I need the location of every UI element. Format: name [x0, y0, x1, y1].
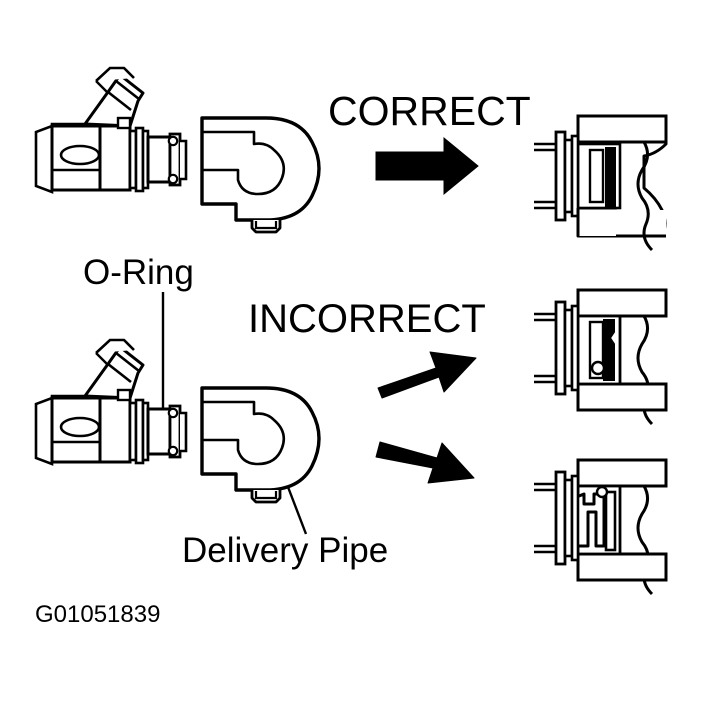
delivery-pipe-upper	[200, 116, 321, 234]
arrow-down-right-diagonal	[375, 441, 475, 484]
label-correct: CORRECT	[328, 88, 531, 134]
cross-section-correct	[532, 114, 668, 252]
cross-section-incorrect-folded	[532, 458, 668, 596]
arrow-up-right-diagonal	[377, 351, 477, 399]
label-o-ring: O-Ring	[83, 253, 194, 292]
arrow-right-horizontal	[375, 136, 479, 196]
label-delivery-pipe: Delivery Pipe	[182, 531, 389, 570]
delivery-pipe-lower	[200, 386, 321, 504]
cross-section-incorrect-pinched	[532, 288, 668, 426]
figure-code: G01051839	[35, 601, 161, 628]
fuel-injector-upper	[34, 66, 188, 194]
label-incorrect: INCORRECT	[248, 297, 486, 341]
delivery-pipe-leader-line	[286, 486, 308, 535]
